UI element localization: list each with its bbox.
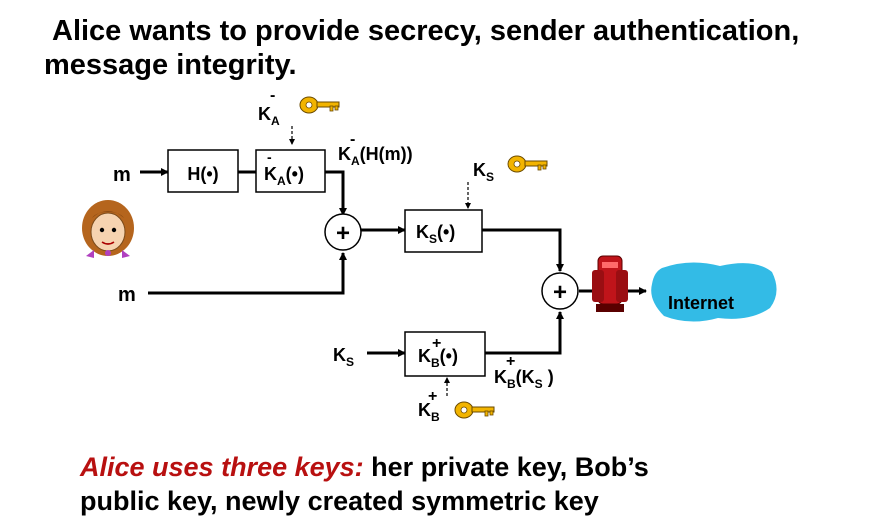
signed-hash-label: KA(H(m)) <box>338 144 413 168</box>
bob-public-key-box <box>404 331 486 377</box>
slide-title: Alice wants to provide secrecy, sender a… <box>44 14 874 82</box>
alice-private-key-label: KA <box>258 104 280 128</box>
bob-public-key-box-sup: + <box>432 335 441 352</box>
session-key-label-left: KS <box>333 345 354 369</box>
bob-public-key-sup: + <box>428 388 437 405</box>
key-icon <box>299 96 340 114</box>
wire-signed-hash-to-plus <box>325 170 347 216</box>
wire-m-to-plus <box>148 252 347 295</box>
title-line-2: message integrity. <box>44 49 297 81</box>
internet-label: Internet <box>668 293 734 313</box>
hash-box <box>167 149 239 193</box>
wire-session-box-to-plus <box>482 228 564 272</box>
concat-operator-2 <box>541 272 579 310</box>
private-key-box-sup: - <box>267 149 272 165</box>
caption-line-2: public key, newly created symmetric key <box>80 486 599 516</box>
wire-bob-box-to-plus <box>485 311 564 355</box>
internet-cloud <box>651 262 777 322</box>
signed-hash-sup: - <box>350 131 355 148</box>
key-icon <box>454 401 495 419</box>
key-icon <box>507 155 548 173</box>
concat-operator-1 <box>324 213 362 251</box>
slide-caption: Alice uses three keys: her private key, … <box>80 450 870 518</box>
bob-public-key-box-label: KB(•) <box>418 346 458 370</box>
session-key-box-label: KS(•) <box>416 222 455 246</box>
encrypted-session-key-sup: + <box>506 353 515 370</box>
message-label-top: m <box>113 164 131 186</box>
private-key-box-label: KA(•) <box>264 164 304 188</box>
encrypted-session-key-label: KB(KS ) <box>494 367 554 391</box>
concat-operator-2-label: + <box>553 279 567 306</box>
session-key-label-top: KS <box>473 160 494 184</box>
caption-line-1-rest: her private key, Bob’s <box>363 452 649 482</box>
alice-avatar <box>82 200 134 258</box>
title-line-1: Alice wants to provide secrecy, sender a… <box>52 15 800 47</box>
private-key-box <box>255 149 326 193</box>
session-key-box <box>404 209 483 253</box>
router-icon <box>592 255 628 312</box>
alice-private-key-sup: - <box>270 87 275 104</box>
concat-operator-1-label: + <box>336 220 350 247</box>
bob-public-key-label: KB <box>418 400 440 424</box>
message-label-bottom: m <box>118 284 136 306</box>
caption-emphasis: Alice uses three keys: <box>80 452 364 482</box>
hash-box-label: H(•) <box>187 164 218 184</box>
